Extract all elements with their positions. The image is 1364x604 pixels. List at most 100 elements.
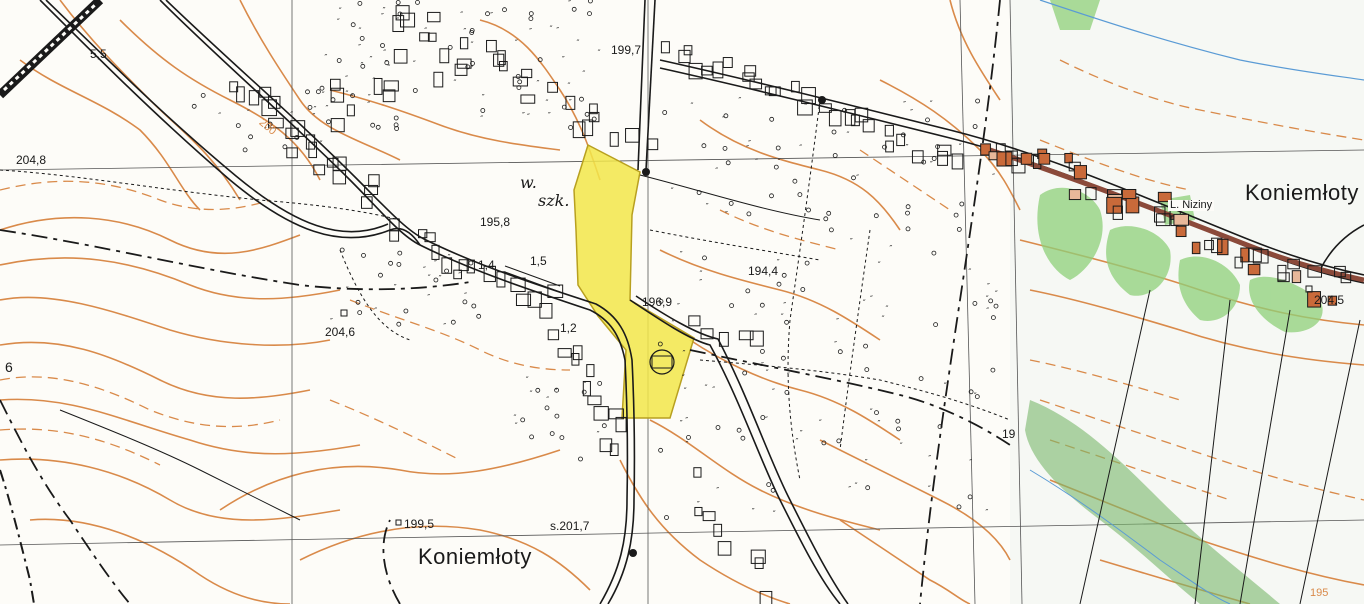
meadow-symbol: ″ <box>700 270 703 279</box>
building <box>427 11 441 23</box>
meadow-symbol: ″ <box>986 306 989 315</box>
orchard-symbol <box>395 0 401 5</box>
meadow-symbol: ″ <box>903 100 906 109</box>
building <box>539 302 553 319</box>
left-border <box>0 469 35 604</box>
bridge-label: 1,4 <box>478 258 495 272</box>
orchard-symbol <box>529 434 534 440</box>
meadow-symbol: ″ <box>834 340 837 349</box>
building <box>400 12 416 28</box>
meadow-symbol: ″ <box>437 0 440 4</box>
orchard-symbol <box>267 121 273 127</box>
orchard-symbol <box>723 113 729 119</box>
meadow-symbol: ″ <box>928 484 931 493</box>
scale-number: 5,5 <box>90 47 107 61</box>
building <box>572 345 583 361</box>
building <box>738 330 754 341</box>
elevation-label: 195,8 <box>480 215 511 229</box>
meadow-symbol: ″ <box>930 160 933 169</box>
orchard-symbol <box>760 348 765 354</box>
orchard-symbol <box>905 210 910 216</box>
orchard-symbol <box>588 0 593 4</box>
building <box>862 119 875 133</box>
meadow-symbol: ″ <box>705 384 708 393</box>
building <box>290 120 306 137</box>
orchard-symbol <box>921 159 927 165</box>
meadow-symbol: ″ <box>322 90 325 99</box>
meadow-symbol: ″ <box>537 79 540 88</box>
building <box>951 153 964 170</box>
meadow-symbol: ″ <box>383 48 386 57</box>
meadow-symbol: ″ <box>598 49 601 58</box>
building <box>466 259 475 274</box>
meadow-symbol: ″ <box>443 322 446 331</box>
meadow-symbol: ″ <box>722 115 725 124</box>
orchard-symbol <box>988 298 994 304</box>
tracks <box>0 99 1011 481</box>
meadow-symbol: ″ <box>582 70 585 79</box>
meadow-symbol: ″ <box>568 0 571 8</box>
orchard-symbol <box>836 438 842 444</box>
building <box>572 121 586 139</box>
building <box>713 523 723 537</box>
building <box>683 45 693 56</box>
orchard-symbol <box>975 98 980 104</box>
meadow-symbol: ″ <box>546 396 549 405</box>
meadow-symbol: ″ <box>686 440 689 449</box>
stream-south <box>1029 469 1231 604</box>
meadow-symbol: ″ <box>428 274 431 283</box>
meadow-symbol: ″ <box>264 126 267 135</box>
building <box>744 65 757 77</box>
meadow-symbol: ″ <box>530 390 533 399</box>
building <box>497 50 506 66</box>
building <box>267 95 281 109</box>
meadow-symbol: ″ <box>515 39 518 48</box>
meadow-symbol: ″ <box>752 507 755 516</box>
building <box>801 87 816 105</box>
building <box>1191 241 1201 255</box>
orchard-symbol <box>294 134 300 140</box>
stream <box>1039 0 1364 81</box>
meadow-symbol: ″ <box>290 110 293 119</box>
meadow-symbol: ″ <box>374 306 377 315</box>
orchard-symbol <box>591 116 597 122</box>
building <box>749 330 764 347</box>
orchard-symbol <box>935 144 940 150</box>
building <box>688 62 703 80</box>
orchard-symbol <box>931 250 937 256</box>
building <box>419 32 430 42</box>
orchard-symbol <box>905 204 911 210</box>
orchard-symbol <box>587 11 592 17</box>
orchard-symbol <box>469 28 475 33</box>
meadow-symbol: ″ <box>684 387 687 396</box>
building <box>850 114 860 127</box>
orchard-symbol <box>863 343 868 349</box>
orchard-symbol <box>336 58 342 63</box>
meadow-symbol: ″ <box>974 392 977 401</box>
orchard-symbol <box>967 494 973 500</box>
building <box>717 541 732 556</box>
contour-lines-dashed <box>0 59 1364 501</box>
building <box>360 196 373 209</box>
building <box>660 41 670 54</box>
orchard-symbol <box>773 164 779 170</box>
meadow-symbol: ″ <box>959 142 962 151</box>
building <box>236 86 245 103</box>
orchard-symbol <box>800 287 806 292</box>
building <box>1277 272 1290 283</box>
orchard-symbol <box>535 387 541 393</box>
school-label: szk. <box>538 191 570 210</box>
building <box>764 86 777 96</box>
building <box>510 277 526 293</box>
building <box>521 68 533 79</box>
meadow-symbol: ″ <box>865 458 868 467</box>
meadow-symbol: ″ <box>900 441 903 450</box>
orchard-symbol <box>559 435 565 441</box>
building <box>754 557 764 569</box>
building <box>459 37 469 50</box>
building <box>609 132 619 147</box>
meadow-symbol: ″ <box>748 139 751 148</box>
building <box>587 395 602 406</box>
